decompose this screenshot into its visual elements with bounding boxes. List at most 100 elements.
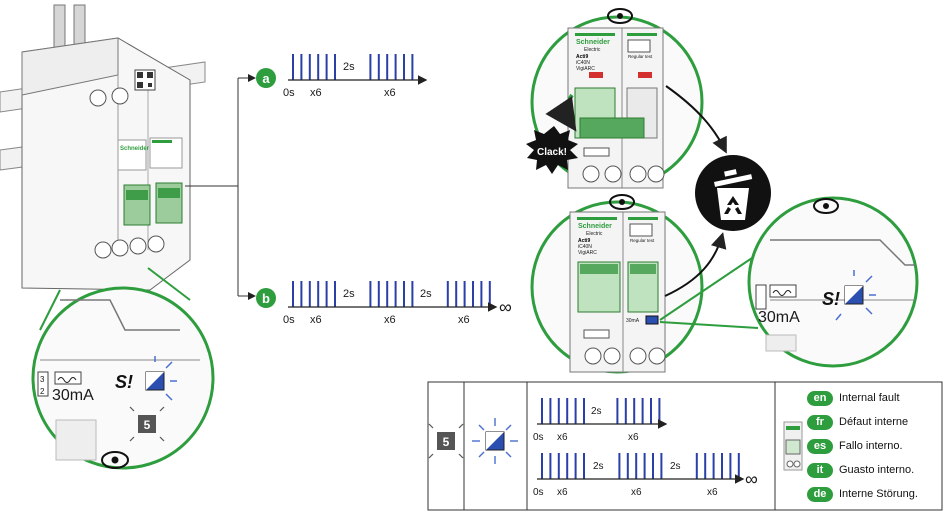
- brand-sub-top: Electric: [584, 47, 601, 53]
- pulse-mark: [712, 453, 715, 479]
- pulse-mark: [411, 54, 414, 80]
- eye-icon: [607, 8, 633, 24]
- zero-label-mb: 0s: [533, 487, 544, 498]
- pulse-mark: [308, 281, 311, 307]
- svg-text:3: 3: [40, 375, 45, 384]
- label-b: b: [262, 291, 270, 306]
- device-thumbnail: [783, 421, 803, 471]
- brand-label: Schneider: [120, 146, 150, 152]
- pulse-mark: [624, 398, 627, 424]
- model3-top: VigiARC: [576, 66, 595, 72]
- gap-label-ma: 2s: [591, 406, 602, 417]
- infinity-label-b: ∞: [499, 297, 512, 317]
- pulse-mark: [695, 453, 698, 479]
- language-code-badge: es: [807, 438, 833, 454]
- svg-text:2: 2: [40, 387, 45, 396]
- x6-label-b3: x6: [458, 314, 470, 326]
- label-a: a: [262, 71, 270, 86]
- gap-label-mb2: 2s: [670, 461, 681, 472]
- recycle-bin-icon: [695, 155, 771, 231]
- pulse-mark: [394, 54, 397, 80]
- pulse-mark: [488, 281, 491, 307]
- pulse-mark: [446, 281, 449, 307]
- legend-text: Fallo interno.: [839, 440, 903, 452]
- pulse-mark: [721, 453, 723, 479]
- pulse-mark: [386, 54, 389, 80]
- zoom-led-circle-right: 30mA S!: [747, 196, 919, 368]
- x6-label-mb2: x6: [631, 487, 642, 498]
- brand-top: Schneider: [576, 39, 610, 46]
- pulse-mark: [300, 281, 303, 307]
- pulse-mark: [325, 281, 328, 307]
- pulse-sequence-a: a 2s 0s x6 x6: [256, 54, 428, 99]
- pulse-mark: [583, 398, 585, 424]
- pulse-mark: [557, 398, 560, 424]
- svg-text:S!: S!: [115, 372, 133, 392]
- pulse-mark: [300, 54, 303, 80]
- language-code-badge: de: [807, 486, 833, 502]
- language-code-badge: it: [807, 462, 833, 478]
- legend-table: 5 2s 0s x6 x6: [427, 381, 943, 511]
- legend-item-fr: fr Défaut interne: [807, 411, 908, 433]
- zero-label-a: 0s: [283, 87, 295, 99]
- x6-label-mb3: x6: [707, 487, 718, 498]
- x6-label-b2: x6: [384, 314, 396, 326]
- legend-item-de: de Interne Störung.: [807, 483, 918, 505]
- pulse-mark: [549, 398, 552, 424]
- zero-label-ma: 0s: [533, 432, 544, 443]
- zoom-led-circle-left: 3 2 30mA S! 5: [31, 267, 215, 470]
- pulse-mark: [386, 281, 389, 307]
- eye-icon: [101, 451, 129, 469]
- pulse-mark: [325, 54, 328, 80]
- pulse-mark: [463, 281, 466, 307]
- gap-label-b2: 2s: [420, 288, 432, 300]
- pulse-mark: [369, 281, 372, 307]
- code-badge-table: 5: [443, 435, 450, 449]
- sensitivity-label-mid: 30mA: [626, 318, 640, 324]
- pulse-mark: [626, 453, 629, 479]
- language-code-badge: fr: [807, 414, 833, 430]
- pulse-mark: [403, 54, 405, 80]
- pulse-mark: [411, 281, 414, 307]
- sensitivity-label-left: 30mA: [52, 387, 94, 404]
- model3-mid: VigiARC: [578, 250, 597, 256]
- infinity-label-mb: ∞: [745, 469, 758, 489]
- legend-item-es: es Fallo interno.: [807, 435, 903, 457]
- pulse-mark: [658, 398, 661, 424]
- test-label-top: Regular test: [628, 54, 653, 59]
- pulse-mark: [633, 398, 636, 424]
- zoom-circle-middle: Schneider Electric Acti9 iC40N VigiARC R…: [530, 200, 704, 374]
- pulse-mark: [641, 398, 644, 424]
- clack-burst: Clack!: [526, 126, 578, 174]
- brand-mid: Schneider: [578, 223, 612, 230]
- pulse-mark: [292, 54, 294, 80]
- pulse-mark: [377, 54, 380, 80]
- pulse-mark: [369, 54, 372, 80]
- legend-text: Interne Störung.: [839, 488, 918, 500]
- eye-icon: [813, 198, 839, 214]
- pulse-mark: [317, 54, 320, 80]
- pulse-mark: [650, 398, 652, 424]
- pulse-mark: [480, 281, 483, 307]
- x6-label-ma1: x6: [557, 432, 568, 443]
- pulse-mark: [403, 281, 405, 307]
- x6-label-ma2: x6: [628, 432, 639, 443]
- pulse-mark: [557, 453, 560, 479]
- clack-label: Clack!: [537, 147, 567, 158]
- pulse-mark: [292, 281, 294, 307]
- legend-text: Défaut interne: [839, 416, 909, 428]
- pulse-mark: [618, 453, 621, 479]
- pulse-mark: [317, 281, 320, 307]
- model2-mid: iC40N: [578, 244, 592, 250]
- x6-label-b1: x6: [310, 314, 322, 326]
- pulse-mark: [394, 281, 397, 307]
- pulse-mark: [616, 398, 619, 424]
- x6-label-a2: x6: [384, 87, 396, 99]
- gap-label-a: 2s: [343, 61, 355, 73]
- legend-text: Internal fault: [839, 392, 900, 404]
- pulse-mark: [660, 453, 663, 479]
- pulse-mark: [574, 453, 577, 479]
